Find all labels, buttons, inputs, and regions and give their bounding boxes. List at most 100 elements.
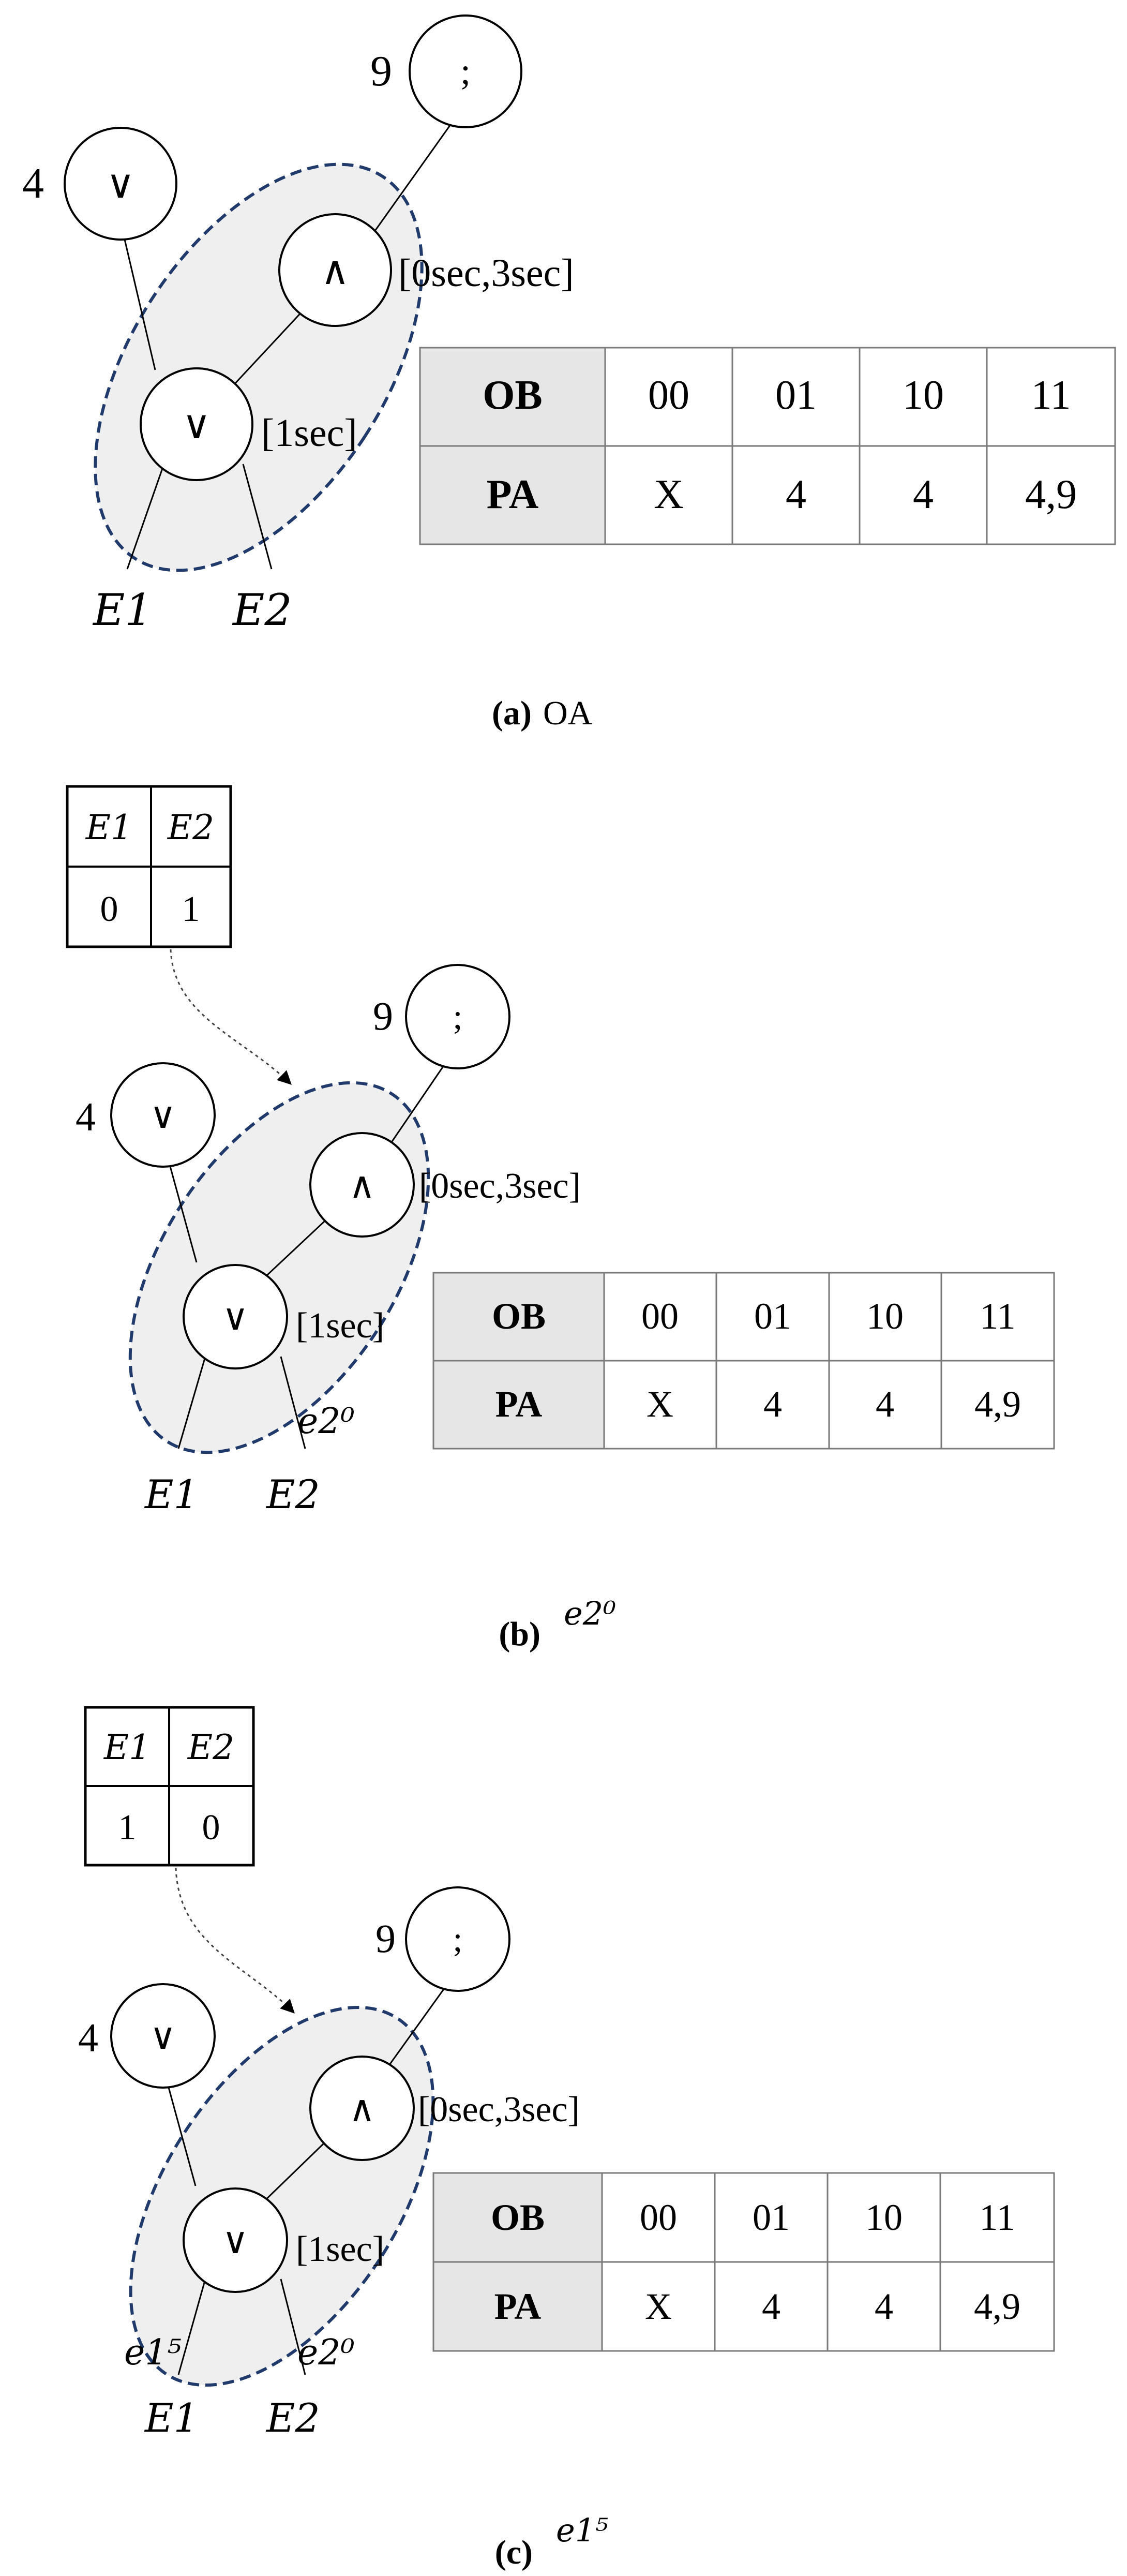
node-or-op: ∨ (222, 2222, 248, 2261)
node-or-interval: [1sec] (296, 2229, 384, 2269)
node-or-circle (140, 367, 253, 481)
table-ob-cell: 10 (866, 1296, 904, 1337)
node-or-interval: [1sec] (296, 1306, 384, 1346)
edge-left-or (167, 1158, 198, 1263)
table-pa-header: PA (487, 472, 539, 517)
edge-root-and (370, 121, 454, 236)
node-and-circle (309, 2056, 415, 2161)
ob-pa-table: OB 00 01 10 11 PA X 4 4 4,9 (432, 1272, 1055, 1450)
node-and-interval: [0sec,3sec] (418, 2090, 580, 2130)
table-ob-header: OB (483, 373, 543, 418)
node-and-interval: [0sec,3sec] (419, 1166, 581, 1206)
panel-b: E1 E2 0 1 ; 9 ∨ 4 ∧ [0sec,3sec] ∨ [1sec] (66, 785, 1055, 1653)
node-and-circle (309, 1132, 415, 1238)
table-header-fill-ob (420, 348, 605, 446)
event-label: e1⁵ (124, 2332, 182, 2373)
edge-or-e1 (177, 1356, 206, 1449)
edge-or-e1 (126, 464, 165, 570)
node-4-id: 4 (22, 159, 44, 207)
leaf-e1: E1 (144, 2395, 199, 2441)
table-ob-cell: 00 (640, 2197, 677, 2238)
caption-b: (b) e2⁰ (499, 1595, 616, 1653)
node-4-circle (110, 1062, 216, 1168)
table-ob-cell: 00 (648, 373, 689, 418)
table-ob-cell: 01 (754, 1296, 791, 1337)
state-table-head: E2 (187, 1728, 234, 1767)
table-ob-header: OB (491, 2197, 545, 2238)
caption-text: e1⁵ (556, 2511, 608, 2549)
table-header-fill-ob (433, 2173, 602, 2262)
edge-root-and (387, 1980, 451, 2067)
table-ob-cell: 11 (979, 2197, 1015, 2238)
operator-tree: ; 9 ∨ 4 ∧ [0sec,3sec] ∨ [1sec] e2⁰ E1 E2 (76, 964, 581, 1517)
ob-pa-table: OB 00 01 10 11 PA X 4 4 4,9 (432, 2172, 1055, 2352)
node-9-circle (405, 964, 510, 1069)
table-ob-cell: 11 (1031, 373, 1071, 418)
leaf-e2: E2 (265, 2395, 320, 2441)
operator-tree: ; 9 ∨ 4 ∧ [0sec,3sec] ∨ [1sec] E1 E2 (22, 14, 574, 635)
edge-root-and (388, 1056, 451, 1146)
leaf-e2: E2 (232, 585, 292, 635)
edge-or-e2 (280, 1356, 306, 1449)
state-table: E1 E2 1 0 (84, 1706, 255, 1867)
table-pa-cell: 4 (763, 1383, 782, 1425)
caption-c: (c) e1⁵ (495, 2511, 608, 2571)
event-label: e2⁰ (297, 1401, 355, 1442)
node-or-interval: [1sec] (261, 411, 357, 455)
node-and-interval: [0sec,3sec] (398, 251, 574, 295)
table-pa-cell: 4 (786, 472, 806, 517)
edge-and-or (225, 302, 311, 394)
caption-text: OA (543, 694, 593, 732)
table-header-fill-pa (433, 1361, 604, 1449)
table-ob-cell: 10 (903, 373, 944, 418)
leaf-e1: E1 (92, 585, 153, 635)
dotted-arrow (175, 1867, 295, 2014)
node-or-op: ∨ (222, 1298, 248, 1338)
state-table: E1 E2 0 1 (66, 785, 232, 948)
node-9-circle (405, 1886, 510, 1992)
node-and-circle (278, 213, 392, 327)
caption-label: (c) (495, 2534, 533, 2571)
node-4-circle (64, 127, 177, 241)
edge-or-e1 (177, 2279, 206, 2375)
node-and-op: ∧ (321, 249, 350, 293)
table-ob-cell: 11 (980, 1296, 1015, 1337)
table-ob-cell: 00 (641, 1296, 679, 1337)
state-table-value: 0 (202, 1808, 220, 1848)
dotted-arrow (170, 949, 292, 1085)
table-pa-header: PA (494, 2286, 542, 2327)
state-table-value: 1 (182, 889, 200, 929)
state-table-value: 1 (118, 1808, 137, 1848)
table-pa-cell: 4 (913, 472, 934, 517)
table-header-fill-ob (433, 1273, 604, 1361)
node-4-op: ∨ (149, 2017, 176, 2057)
table-pa-cell: 4,9 (974, 1383, 1021, 1425)
edge-left-or (166, 2079, 197, 2186)
node-and-op: ∧ (349, 1166, 375, 1206)
state-table-head: E1 (103, 1728, 151, 1767)
table-ob-cell: 10 (865, 2197, 903, 2238)
node-and-op: ∧ (349, 2090, 375, 2130)
state-table-head: E1 (85, 808, 132, 847)
leaf-e2: E2 (265, 1471, 320, 1517)
caption-a: (a) OA (492, 694, 593, 732)
table-ob-header: OB (492, 1296, 546, 1337)
panel-c: E1 E2 1 0 ; 9 ∨ 4 ∧ [0sec,3sec] ∨ [1sec] (78, 1706, 1055, 2571)
node-9-id: 9 (370, 47, 392, 95)
state-table-head: E2 (167, 808, 214, 847)
node-or-op: ∨ (182, 404, 211, 447)
node-9-id: 9 (375, 1916, 396, 1961)
edge-left-or (122, 232, 156, 370)
table-pa-header: PA (495, 1383, 543, 1425)
edge-or-e2 (242, 464, 273, 570)
node-4-op: ∨ (106, 163, 135, 206)
caption-text: e2⁰ (564, 1595, 616, 1632)
table-header-fill-pa (420, 446, 605, 544)
table-pa-cell: X (647, 1383, 673, 1425)
panel-a: ; 9 ∨ 4 ∧ [0sec,3sec] ∨ [1sec] E1 E2 OB … (22, 14, 1116, 732)
table-ob-cell: 01 (753, 2197, 790, 2238)
state-table-value: 0 (100, 889, 118, 929)
table-pa-cell: 4 (876, 1383, 894, 1425)
caption-label: (a) (492, 694, 532, 732)
